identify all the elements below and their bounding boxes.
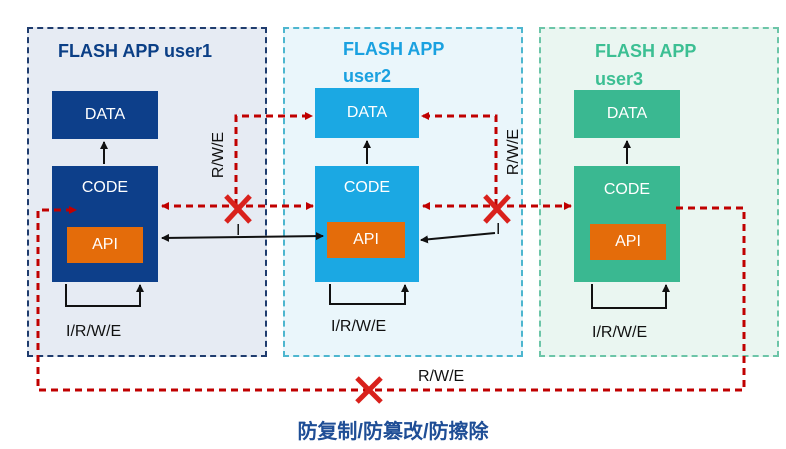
api-call-arrow-1-2 (161, 232, 324, 242)
blocked-cross-icon-1-2 (224, 194, 252, 224)
data-box-user2: DATA (315, 88, 419, 138)
data-box-user3: DATA (574, 90, 680, 138)
blocked-data-access-3-2 (421, 112, 498, 206)
blocked-data-access-1-2 (234, 112, 313, 206)
app-title-user3: FLASH APP (595, 41, 697, 61)
loop-label-user2: I/R/W/E (331, 318, 387, 335)
blocked-cross-icon-2-3 (483, 194, 511, 224)
loop-label-user3: I/R/W/E (592, 324, 648, 341)
edge-label-rwe-1-2: R/W/E (210, 131, 228, 179)
code-label-user3: CODE (603, 181, 651, 198)
self-loop-arrow-user2 (329, 284, 409, 305)
code-label-user1: CODE (81, 179, 129, 196)
edge-label-i-1-2: I (236, 222, 241, 239)
api-block-user2: API (327, 222, 405, 258)
data-box-user1: DATA (52, 91, 158, 139)
loop-label-user1: I/R/W/E (66, 323, 122, 340)
blocked-loop-access-3-1 (36, 206, 746, 392)
api-block-user1: API (67, 227, 143, 263)
app-subtitle-user3: user3 (595, 69, 644, 89)
self-loop-arrow-user1 (65, 284, 144, 307)
edge-label-rwe-2-3: R/W/E (505, 128, 523, 176)
blocked-cross-icon-bottom (355, 376, 383, 404)
app-title-user2: FLASH APP (343, 39, 445, 59)
edge-label-rwe-bottom: R/W/E (418, 368, 465, 385)
app-subtitle-user2: user2 (343, 66, 392, 86)
app-title-user1: FLASH APP user1 (58, 41, 213, 61)
code-label-user2: CODE (343, 179, 391, 196)
self-loop-arrow-user3 (591, 284, 670, 309)
api-call-arrow-2-3 (420, 232, 496, 244)
api-block-user3: API (590, 224, 666, 260)
edge-label-i-2-3: I (496, 221, 501, 238)
footer-caption: 防复制/防篡改/防擦除 (297, 421, 489, 443)
